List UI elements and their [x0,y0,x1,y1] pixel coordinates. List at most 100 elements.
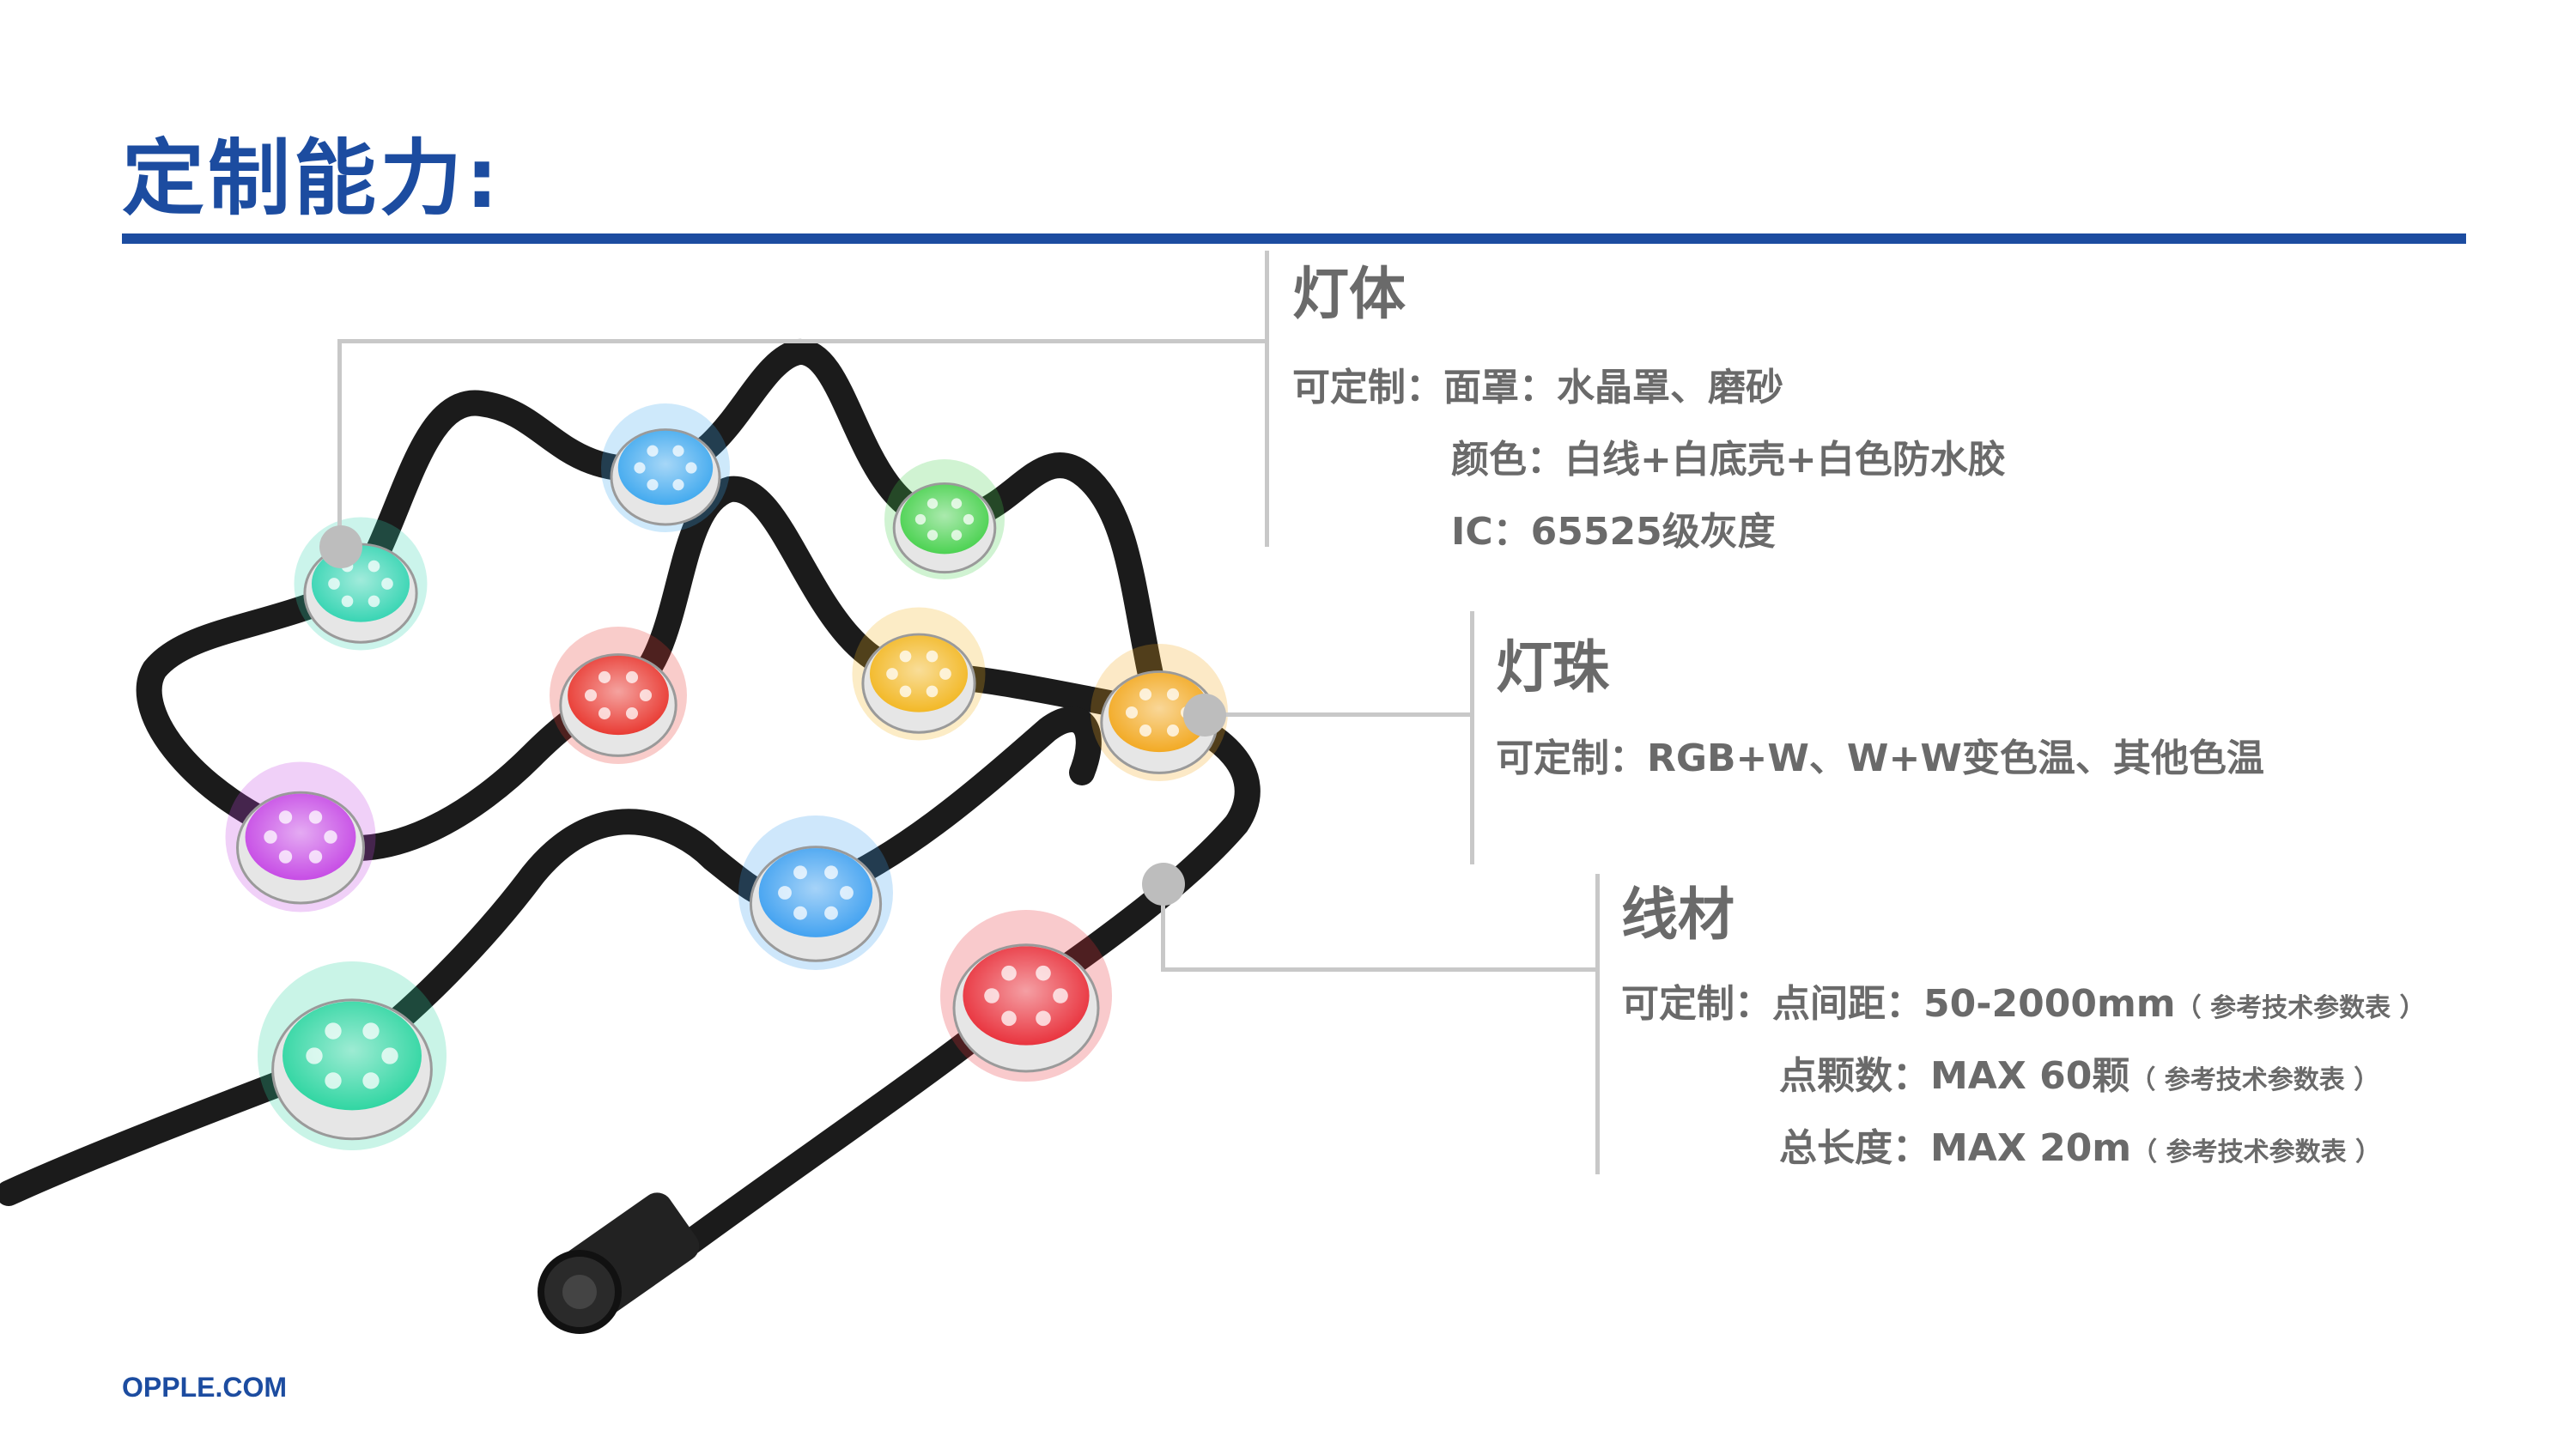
led-chip [840,886,854,900]
lamp-node [294,517,428,651]
led-chip [598,707,611,720]
leader-wire-vertical [1595,874,1600,1174]
led-chip [778,886,792,900]
led-chip [886,668,898,680]
body-row-2-key: 颜色： [1451,438,1564,482]
lamp-group [225,403,1228,1150]
page-title: 定制能力: [122,130,502,227]
leader-wire-horizontal [1161,967,1595,972]
wire-row-2-key: 点颗数： [1779,1054,1930,1098]
leader-body-vertical [1265,251,1269,547]
lamp-node [225,761,376,912]
lamp-lens-highlight [1109,672,1210,753]
wire-row-3-note: （ 参考技术参数表 ） [2131,1137,2382,1167]
led-chip [625,670,639,683]
led-chip [264,830,277,844]
led-chip [1053,988,1068,1003]
bead-customizable-label: 可定制： [1496,737,1647,780]
lamp-lens-highlight [900,484,989,555]
led-chip [963,513,975,525]
lamp-node [852,607,986,741]
bead-row-1: 可定制：RGB+W、W+W变色温、其他色温 [1496,740,2264,778]
led-chip [598,670,611,683]
leader-wire-drop [1161,893,1165,972]
body-row-3-value: 65525级灰度 [1530,510,1776,554]
led-chip [362,1022,380,1040]
led-chip [927,530,939,541]
led-string-photo [0,339,1261,1334]
footer-website: OPPLE.COM [122,1372,288,1403]
led-chip [325,1072,342,1089]
lamp-node [550,627,687,764]
body-row-3-key: IC： [1451,510,1531,554]
led-chip [1166,724,1180,737]
led-chip [824,865,838,880]
leader-bead-dot [1183,694,1226,737]
led-chip [1036,1010,1051,1027]
led-chip [824,906,838,920]
cable-lower-wave [339,706,1102,1069]
lamp-node [940,910,1112,1082]
lamp-node [738,815,893,970]
led-chip [324,830,337,844]
leader-body-dot [319,525,362,568]
led-chip [951,530,963,541]
led-chip [381,578,393,590]
section-title-wire: 线材 [1621,882,1735,948]
led-chip [1139,688,1152,700]
led-chip [278,850,293,864]
led-chip [793,865,807,880]
lamp-node [884,459,1005,579]
wire-row-3: 总长度：MAX 20m（ 参考技术参数表 ） [1779,1130,2381,1167]
led-chip [325,1022,342,1040]
led-chip [914,513,927,525]
led-chip [328,578,340,590]
wire-row-1-key: 点间距： [1772,982,1923,1026]
led-chip [672,445,684,457]
cable-left-loop [136,571,374,850]
leader-wire-dot [1142,863,1185,906]
leader-body-drop [337,339,342,549]
led-chip [926,650,939,663]
lamp-lens-highlight [963,946,1090,1046]
led-chip [625,707,639,720]
lamp-lens-highlight [283,1001,422,1111]
body-row-1-value: 水晶罩、磨砂 [1557,366,1783,409]
wire-row-3-key: 总长度： [1779,1126,1930,1170]
led-chip [672,479,684,491]
led-chip [308,810,323,824]
cable-group [0,339,1261,1258]
lamp-node [1091,644,1228,781]
wire-row-3-value: MAX 20m [1930,1126,2132,1170]
wire-row-1: 可定制：点间距：50-2000mm（ 参考技术参数表 ） [1621,985,2426,1023]
led-chip [1036,965,1051,981]
led-chip [306,1047,323,1064]
body-customizable-label: 可定制： [1292,366,1443,409]
led-chip [1166,688,1180,700]
leader-body-horizontal [337,339,1269,343]
led-chip [341,595,354,608]
body-row-3: IC：65525级灰度 [1451,513,1776,551]
lamp-lens-highlight [568,655,669,736]
wire-row-1-note: （ 参考技术参数表 ） [2175,993,2426,1023]
body-row-2-value: 白线+白底壳+白色防水胶 [1564,438,2006,482]
led-chip [927,498,939,509]
lamp-lens-highlight [245,793,356,881]
cable-middle [288,476,1172,862]
lamp-lens-highlight [758,848,873,937]
led-chip [308,850,323,864]
wire-row-2: 点颗数：MAX 60颗（ 参考技术参数表 ） [1779,1058,2379,1095]
lamp-node [601,403,730,532]
leader-bead-horizontal [1200,712,1470,717]
cable-connector [674,700,1261,1258]
section-title-bead: 灯珠 [1496,634,1609,700]
led-chip [1001,965,1017,981]
lamp-lens-highlight [869,635,969,712]
led-chip [1001,1010,1017,1027]
lamp-node [258,961,447,1150]
led-chip [685,462,697,474]
cable-upper [348,339,1172,725]
bead-row-1-value: RGB+W、W+W变色温、其他色温 [1647,737,2264,780]
led-chip [362,1072,380,1089]
led-chip [1125,706,1139,719]
